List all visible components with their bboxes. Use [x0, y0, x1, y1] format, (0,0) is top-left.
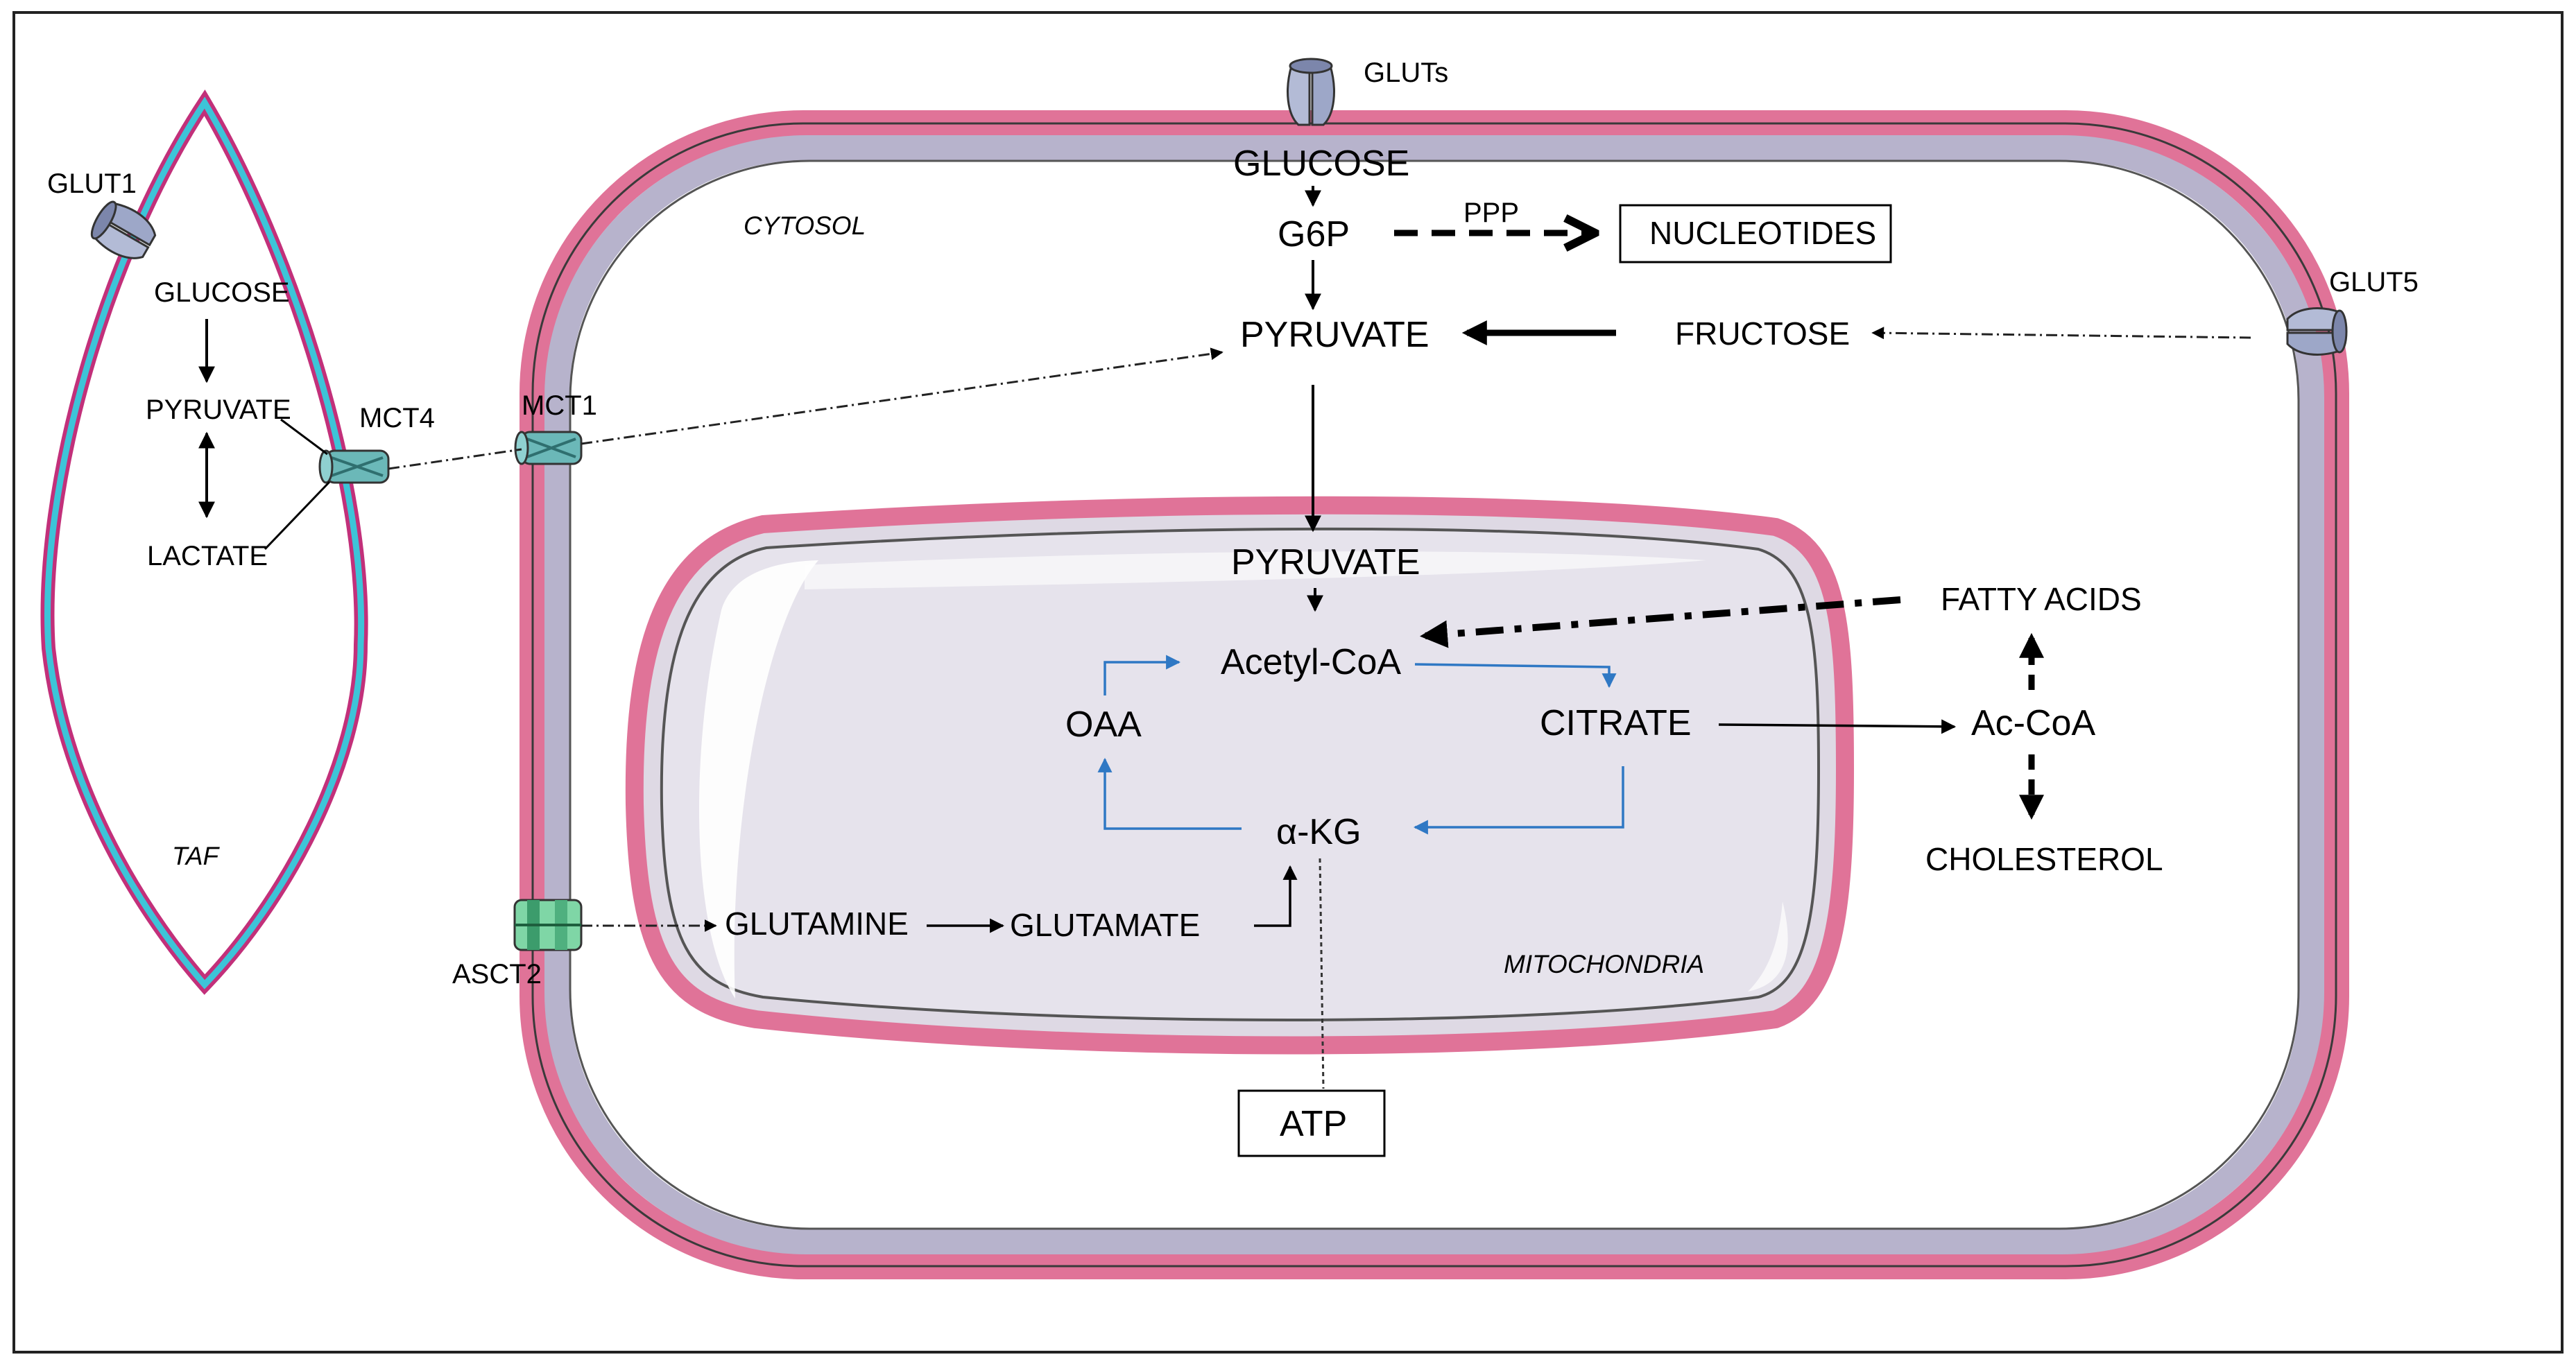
- lactate-shuttle-arrow: [388, 352, 1222, 470]
- fatty-acids-to-acetylcoa-arrow: [1420, 596, 1901, 648]
- mct4-transporter-icon: [318, 449, 390, 484]
- ppp-label: PPP: [1463, 198, 1519, 228]
- glutamate-label: GLUTAMATE: [1010, 907, 1200, 943]
- cytosol-label: CYTOSOL: [744, 211, 866, 240]
- nucleotides-label: NUCLEOTIDES: [1649, 215, 1876, 251]
- glutamate-to-akg-arrow: [1254, 865, 1298, 927]
- taf-label: TAF: [172, 842, 221, 870]
- atp-label: ATP: [1280, 1104, 1347, 1144]
- taf-lactate-label: LACTATE: [147, 541, 268, 571]
- nucleotides-box: [1619, 204, 1892, 263]
- taf-cell: [40, 89, 368, 995]
- ac-coa-label: Ac-CoA: [1971, 703, 2095, 743]
- glut5-label: GLUT5: [2329, 267, 2419, 297]
- mct4-label: MCT4: [359, 403, 435, 433]
- cholesterol-label: CHOLESTEROL: [1925, 841, 2163, 877]
- mct1-transporter-icon: [514, 431, 583, 465]
- mct4-pointer-line: [280, 418, 328, 456]
- g6p-label: G6P: [1278, 214, 1350, 254]
- glut5-transporter-icon: [2286, 307, 2348, 356]
- glutamine-label: GLUTAMINE: [725, 906, 909, 942]
- akg-to-atp-line: [1319, 858, 1325, 1089]
- oaa-to-acetylcoa-arrow: [1104, 655, 1181, 695]
- mct4-pointer-line-2: [264, 481, 331, 551]
- glut1-label: GLUT1: [47, 168, 137, 199]
- citrate-to-akg-arrow: [1413, 766, 1624, 835]
- akg-label: α-KG: [1276, 812, 1362, 852]
- atp-box: [1237, 1089, 1386, 1157]
- fatty-acids-label: FATTY ACIDS: [1941, 581, 2142, 617]
- gluts-label: GLUTs: [1364, 58, 1448, 88]
- asct2-transporter-icon: [513, 899, 583, 951]
- mito-pyruvate-label: PYRUVATE: [1231, 542, 1420, 582]
- oaa-label: OAA: [1065, 704, 1142, 745]
- mitochondria-label: MITOCHONDRIA: [1504, 950, 1704, 978]
- citrate-label: CITRATE: [1540, 703, 1692, 743]
- citrate-to-accoa-arrow: [1718, 719, 1957, 734]
- akg-to-oaa-arrow: [1097, 757, 1242, 830]
- glut5-to-fructose-arrow: [1871, 327, 2251, 340]
- acetyl-coa-label: Acetyl-CoA: [1221, 642, 1401, 682]
- glut1-transporter-icon: [90, 200, 157, 259]
- acetylcoa-to-citrate-arrow: [1414, 663, 1617, 689]
- glucose-label: GLUCOSE: [1233, 144, 1409, 184]
- mitochondria: [625, 496, 1855, 1055]
- asct2-label: ASCT2: [452, 959, 542, 989]
- cytosol-pyruvate-label: PYRUVATE: [1240, 315, 1429, 355]
- taf-pyruvate-label: PYRUVATE: [146, 395, 291, 425]
- mct1-label: MCT1: [522, 390, 597, 421]
- gluts-transporter-icon: [1287, 58, 1335, 126]
- fructose-label: FRUCTOSE: [1675, 315, 1850, 352]
- taf-glucose-label: GLUCOSE: [154, 277, 290, 308]
